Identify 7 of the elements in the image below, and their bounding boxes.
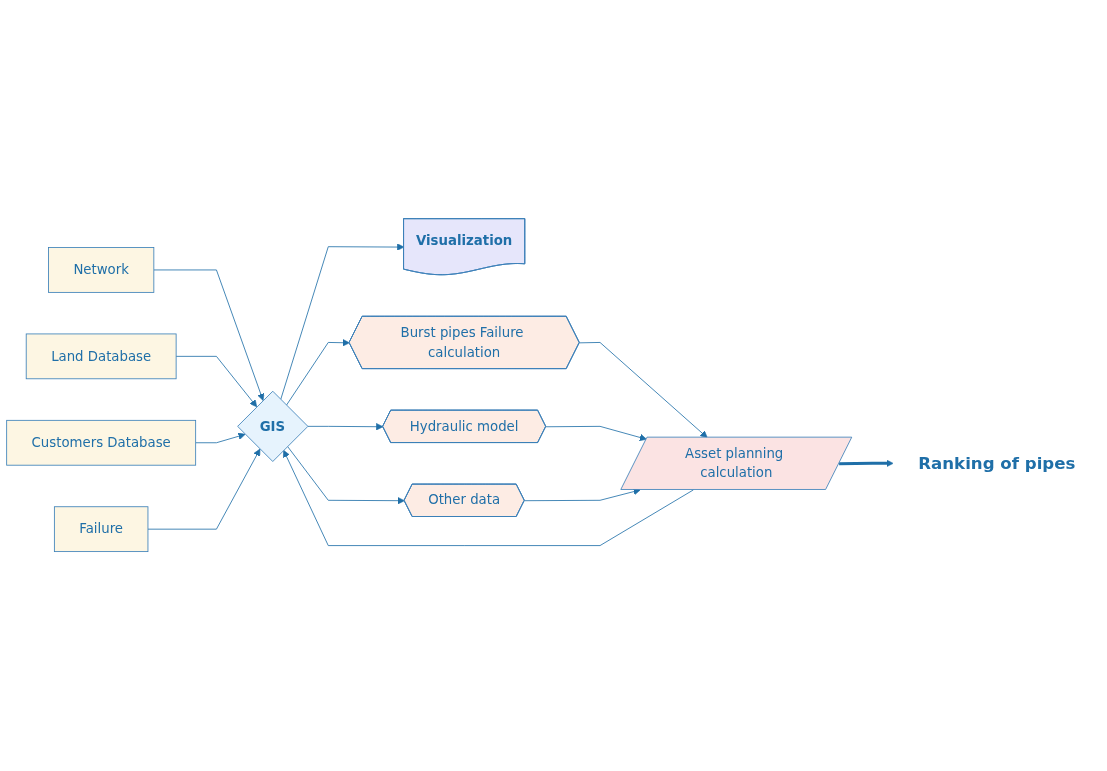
node-box: Network bbox=[48, 247, 155, 294]
node-text: Ranking of pipes bbox=[918, 453, 1076, 474]
node-box: Failure bbox=[53, 506, 149, 553]
arrow bbox=[839, 460, 894, 468]
node-box: Land Database bbox=[25, 333, 177, 380]
node-diamond: GIS bbox=[237, 391, 309, 463]
node-box: Customers Database bbox=[6, 420, 197, 466]
